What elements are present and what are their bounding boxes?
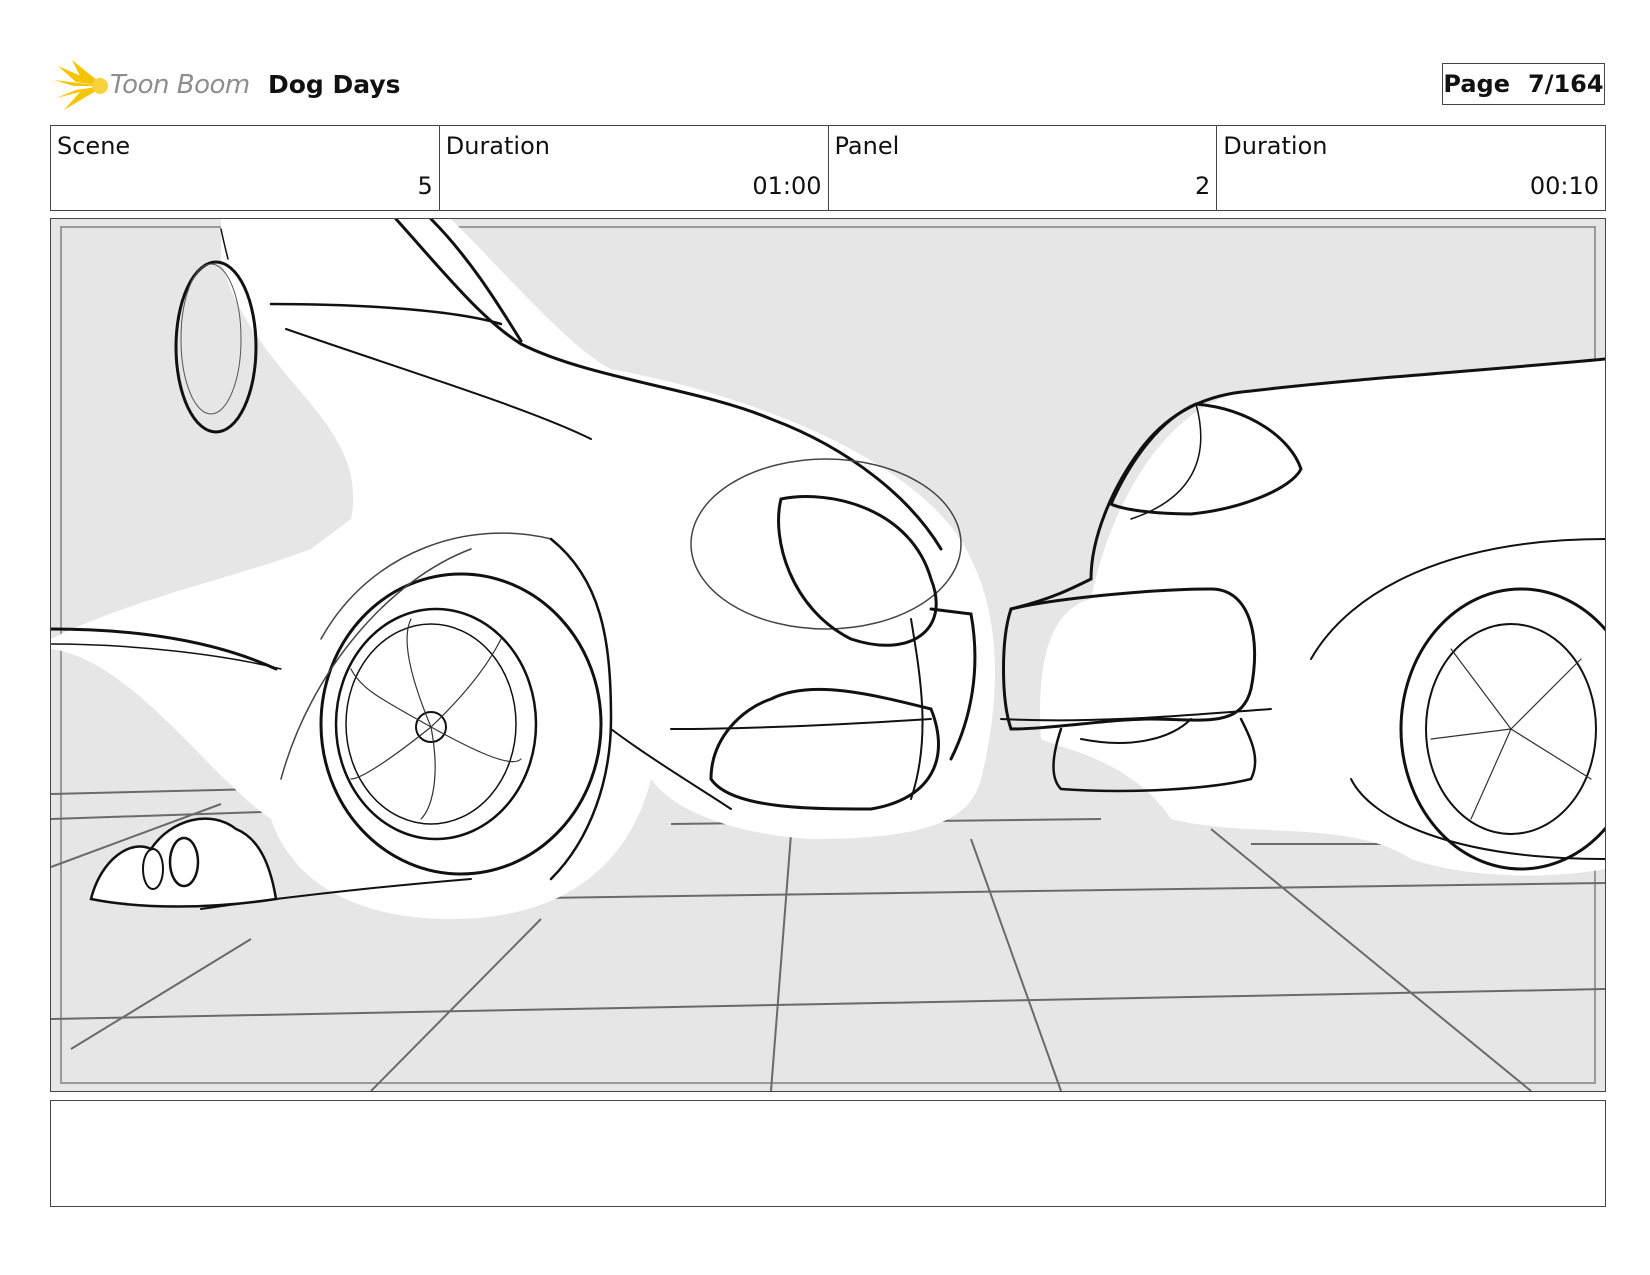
panel-notes-box [50, 1100, 1606, 1207]
toon-boom-logo [54, 58, 254, 114]
scene-info-table: Scene 5 Duration 01:00 Panel 2 Duration … [50, 125, 1606, 211]
panel-duration-cell: Duration 00:10 [1217, 126, 1605, 210]
right-car-sketch [1000, 357, 1605, 871]
left-car-sketch [51, 219, 977, 910]
panel-value: 2 [1194, 172, 1211, 200]
scene-duration-label: Duration [445, 132, 550, 160]
scene-duration-cell: Duration 01:00 [440, 126, 829, 210]
left-car-fill [51, 219, 995, 919]
page-indicator: Page 7/164 [1442, 63, 1605, 105]
scene-cell: Scene 5 [51, 126, 440, 210]
logo-wordmark: Toon Boom [110, 70, 250, 100]
starburst-logo-icon [54, 60, 108, 110]
panel-label: Panel [834, 132, 900, 160]
storyboard-panel [50, 218, 1606, 1092]
panel-duration-value: 00:10 [1529, 172, 1599, 200]
page-label: Page [1443, 70, 1511, 98]
panel-sketch [51, 219, 1605, 1091]
panel-cell: Panel 2 [829, 126, 1218, 210]
scene-value: 5 [417, 172, 433, 200]
scene-label: Scene [57, 132, 131, 160]
project-title: Dog Days [268, 70, 401, 99]
scene-duration-value: 01:00 [752, 172, 822, 200]
panel-duration-label: Duration [1223, 132, 1328, 160]
page-number: 7/164 [1528, 70, 1604, 98]
